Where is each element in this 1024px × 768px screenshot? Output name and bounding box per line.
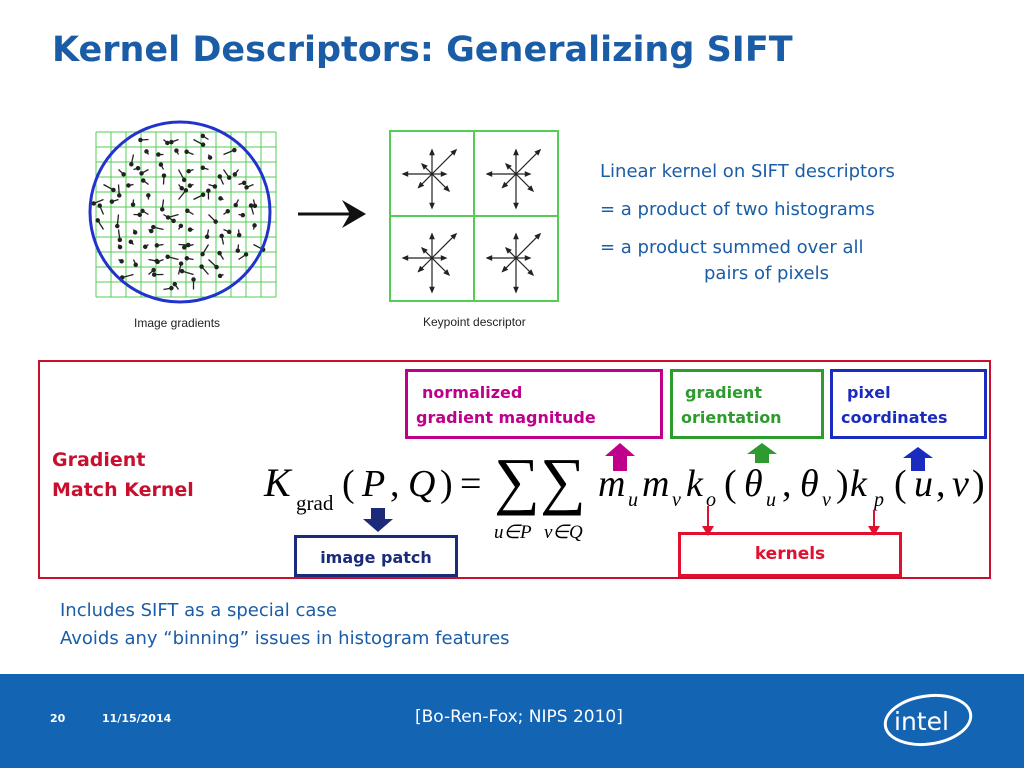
page-number: 20 — [50, 712, 66, 725]
svg-text:Q: Q — [408, 463, 435, 505]
up-arrow-icon — [747, 443, 777, 463]
down-arrow-icon — [363, 508, 393, 532]
label-line: Match Kernel — [52, 479, 194, 501]
footer-bar: 20 11/15/2014 [Bo-Ren-Fox; NIPS 2010] in… — [0, 674, 1024, 768]
svg-text:): ) — [972, 463, 985, 505]
svg-text:u: u — [628, 489, 638, 511]
kernels-box: kernels — [678, 532, 902, 577]
svg-text:v: v — [952, 463, 969, 505]
gradient-orientation-box: gradient orientation — [670, 369, 824, 439]
normalized-gradient-magnitude-box: normalized gradient magnitude — [405, 369, 663, 439]
svg-text:): ) — [836, 463, 849, 505]
svg-text:θ: θ — [800, 463, 819, 505]
up-arrow-icon — [605, 443, 635, 471]
svg-text:,: , — [936, 463, 946, 505]
bullet-line: = a product summed over all — [600, 237, 864, 258]
svg-text:m: m — [642, 463, 669, 505]
svg-text:K: K — [263, 460, 293, 505]
svg-text:): ) — [440, 463, 453, 505]
bullet-line: Linear kernel on SIFT descriptors — [600, 161, 895, 182]
bullet-list: Linear kernel on SIFT descriptors = a pr… — [600, 158, 895, 288]
svg-text:θ: θ — [744, 463, 763, 505]
bullet-line: = a product of two histograms — [600, 199, 875, 220]
svg-text:m: m — [598, 463, 625, 505]
svg-text:P: P — [361, 463, 385, 505]
right-arrow-icon — [298, 200, 366, 228]
image-gradients-figure — [88, 120, 277, 304]
svg-text:=: = — [460, 463, 481, 505]
svg-text:grad: grad — [296, 491, 334, 515]
anno-line: pixel — [847, 383, 891, 402]
citation: [Bo-Ren-Fox; NIPS 2010] — [415, 707, 623, 727]
gradient-match-kernel-box — [38, 360, 991, 579]
pixel-coordinates-box: pixel coordinates — [830, 369, 987, 439]
svg-text:v∈Q: v∈Q — [544, 522, 583, 543]
svg-text:(: ( — [724, 463, 737, 505]
up-arrow-icon — [903, 447, 933, 471]
anno-line: gradient — [685, 383, 762, 402]
svg-text:k: k — [686, 463, 704, 505]
bullet-line-continued: pairs of pixels — [704, 263, 830, 284]
label-line: Gradient — [52, 449, 146, 471]
keypoint-descriptor-caption: Keypoint descriptor — [423, 315, 526, 329]
svg-text:,: , — [390, 463, 400, 505]
anno-line: coordinates — [841, 408, 948, 427]
svg-text:intel: intel — [894, 707, 949, 736]
svg-text:(: ( — [342, 463, 355, 505]
svg-text:∑: ∑ — [494, 445, 540, 516]
image-patch-box: image patch — [294, 535, 458, 577]
notes: Includes SIFT as a special case Avoids a… — [60, 597, 510, 653]
svg-text:(: ( — [894, 463, 907, 505]
slide-title: Kernel Descriptors: Generalizing SIFT — [52, 30, 793, 70]
svg-text:,: , — [782, 463, 792, 505]
slide-date: 11/15/2014 — [102, 712, 172, 725]
svg-text:v: v — [672, 489, 681, 511]
intel-logo-icon: intel — [883, 693, 973, 747]
image-gradients-caption: Image gradients — [134, 316, 221, 330]
anno-line: orientation — [681, 408, 782, 427]
note-line: Avoids any “binning” issues in histogram… — [60, 628, 510, 649]
svg-text:v: v — [822, 489, 831, 511]
svg-text:k: k — [850, 463, 868, 505]
anno-line: normalized — [422, 383, 523, 402]
svg-text:u: u — [914, 463, 933, 505]
svg-text:p: p — [872, 489, 884, 511]
anno-line: gradient magnitude — [416, 408, 596, 427]
keypoint-descriptor-figure — [389, 130, 559, 302]
svg-text:u∈P: u∈P — [494, 522, 532, 543]
svg-text:u: u — [766, 489, 776, 511]
gradient-match-kernel-formula: K grad ( P , Q ) = ∑ ∑ u∈P v∈Q m u m v k… — [263, 445, 985, 543]
svg-text:o: o — [706, 489, 716, 511]
note-line: Includes SIFT as a special case — [60, 600, 337, 621]
svg-text:∑: ∑ — [540, 445, 586, 516]
gradient-match-kernel-label: Gradient Match Kernel — [52, 445, 194, 505]
